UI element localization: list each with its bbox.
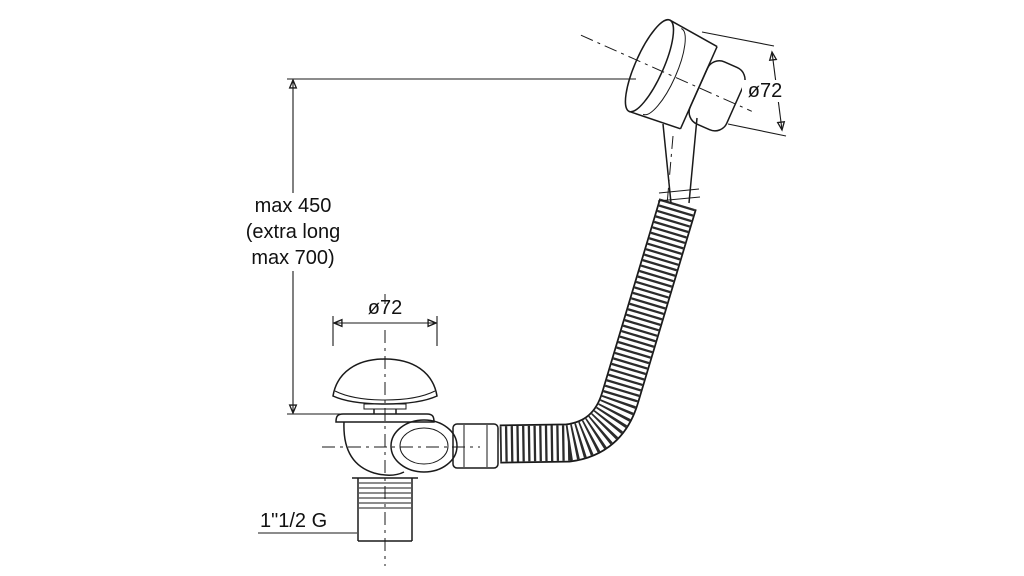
- hose-corrugation-ribs: [499, 198, 696, 462]
- height-dimension-label-line3: max 700): [251, 247, 334, 269]
- height-dimension-label-line2: (extra long: [246, 221, 341, 243]
- drain-body-cup: [343, 421, 405, 476]
- height-dimension-label-line1: max 450: [255, 195, 332, 217]
- knob-dim-label-background: [742, 80, 788, 102]
- threaded-tailpiece: [357, 478, 413, 542]
- height-dimension: max 450 (extra long max 700): [246, 78, 636, 415]
- knob-diameter-dimension: ø72: [701, 31, 788, 137]
- plug-diameter-dimension: ø72: [332, 297, 438, 346]
- knob-cap: [688, 60, 746, 132]
- overflow-control-knob: [580, 18, 752, 132]
- thread-size-label: 1"1/2 G: [260, 510, 327, 532]
- centerlines: [322, 135, 674, 566]
- swivel-chamber-inner: [399, 427, 449, 465]
- thread-size-callout: 1"1/2 G: [258, 510, 357, 534]
- hose-connector-nut: [452, 423, 499, 469]
- drain-assembly: [332, 358, 458, 542]
- plug-diameter-label: ø72: [368, 297, 402, 319]
- nut-body: [452, 423, 499, 469]
- knob-dim-extension-top: [701, 31, 775, 47]
- flexible-corrugated-hose: [499, 198, 697, 464]
- pipe-centerline: [666, 135, 674, 206]
- pipe-right-edge: [688, 117, 698, 204]
- swivel-chamber: [390, 419, 458, 473]
- knob-body-top-edge: [669, 19, 718, 48]
- connecting-pipe: [657, 117, 701, 204]
- knob-body-bottom-edge: [628, 110, 681, 130]
- pipe-collar-line-1: [658, 188, 700, 194]
- pipe-collar-line-2: [657, 196, 701, 202]
- drain-flange: [335, 413, 435, 423]
- knob-grip-arc: [642, 28, 686, 116]
- knob-diameter-label: ø72: [748, 80, 782, 102]
- knob-face: [624, 18, 675, 113]
- pipe-left-edge: [662, 123, 672, 204]
- knob-dim-extension-bottom: [727, 123, 787, 137]
- knob-axis-centerline: [580, 34, 752, 112]
